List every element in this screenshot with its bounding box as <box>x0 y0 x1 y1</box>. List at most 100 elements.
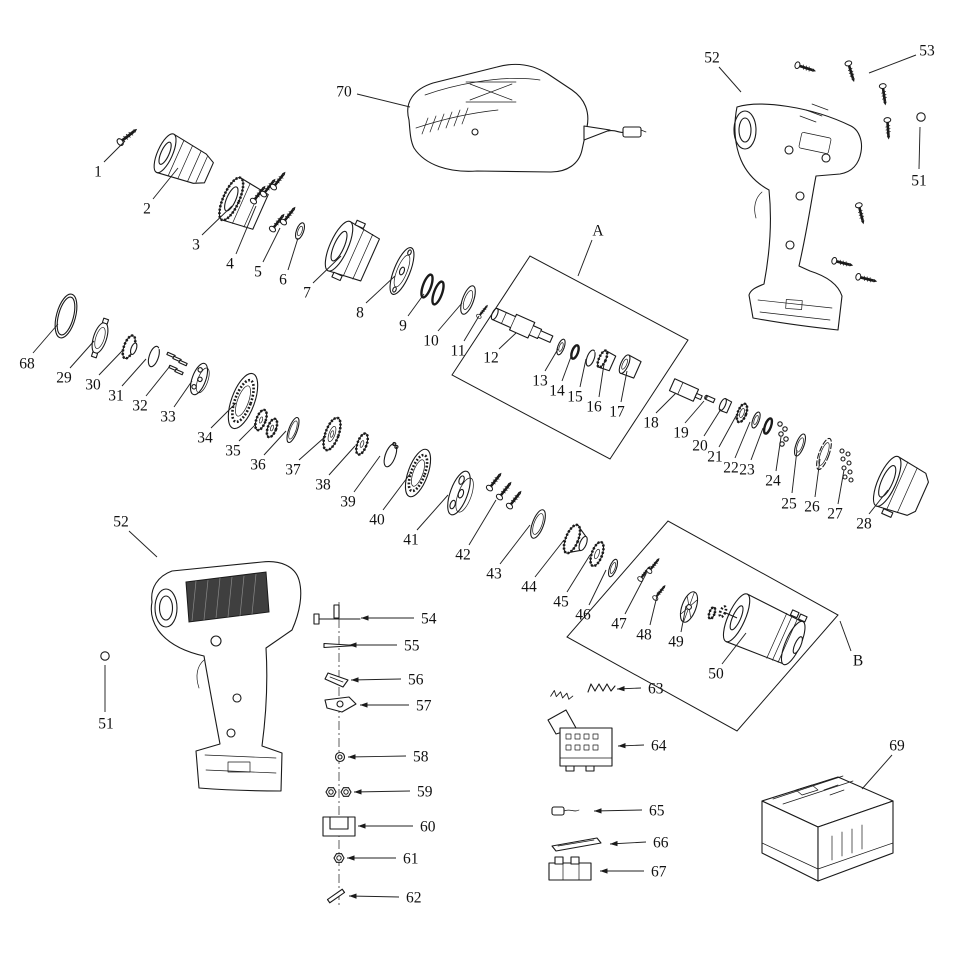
part-label-69: 69 <box>889 738 905 755</box>
part-34-ring-gear-drawing <box>227 372 259 430</box>
part-label-25: 25 <box>781 496 797 513</box>
part-56-blade-drawing <box>324 672 349 688</box>
leader-line-12 <box>498 332 517 350</box>
part-13-washer-drawing <box>556 338 566 356</box>
part-label-46: 46 <box>575 607 591 624</box>
parts-selector-column <box>313 602 361 908</box>
part-38-gear-drawing <box>354 432 370 456</box>
parts-switch-area <box>547 683 616 881</box>
part-label-43: 43 <box>486 566 502 583</box>
part-63-springs-drawing <box>550 683 616 700</box>
part-59-nuts-drawing <box>325 787 352 797</box>
part-label-67: 67 <box>651 864 667 881</box>
part-label-10: 10 <box>423 333 439 350</box>
part-49-pinion-drawing <box>707 605 717 621</box>
part-62-pin-drawing <box>326 888 346 904</box>
part-label-49: 49 <box>668 634 684 651</box>
part-40-ring-gear-drawing <box>404 448 432 498</box>
part-label-5: 5 <box>254 264 262 281</box>
part-16-gear-sleeve-drawing <box>596 349 617 372</box>
leader-line-11 <box>463 315 480 342</box>
part-54-shaft-drawing <box>313 604 361 625</box>
leader-line-52 <box>718 66 742 93</box>
leader-line-19 <box>684 400 705 424</box>
leader-line-43 <box>499 524 531 565</box>
part-label-31: 31 <box>108 388 124 405</box>
part-6-washer-drawing <box>294 222 306 240</box>
leader-line-33 <box>173 380 193 408</box>
part-label-16: 16 <box>586 399 602 416</box>
part-label-52: 52 <box>113 514 129 531</box>
part-label-11: 11 <box>451 343 466 360</box>
part-label-28: 28 <box>856 516 872 533</box>
leader-line-30 <box>98 349 124 376</box>
part-label-66: 66 <box>653 835 669 852</box>
leader-line-3 <box>201 205 233 236</box>
part-12-spindle-drawing <box>490 307 554 343</box>
part-label-34: 34 <box>197 430 213 447</box>
part-label-13: 13 <box>532 373 548 390</box>
leader-line-28 <box>868 489 889 515</box>
leader-line-2 <box>152 167 179 200</box>
part-label-63: 63 <box>648 681 664 698</box>
part-label-48: 48 <box>636 627 652 644</box>
part-67-terminal-block-drawing <box>548 856 592 881</box>
part-8-plate-drawing <box>389 247 415 295</box>
part-label-54: 54 <box>421 611 437 628</box>
part-label-50: 50 <box>708 666 724 683</box>
part-25-washer-drawing <box>793 433 807 457</box>
part-19-pin-drawing <box>704 394 716 404</box>
part-label-20: 20 <box>692 438 708 455</box>
part-5-screws-drawing <box>267 203 300 235</box>
part-label-45: 45 <box>553 594 569 611</box>
part-66-plate-drawing <box>551 837 602 852</box>
leader-line-15 <box>579 358 587 388</box>
leader-line-27 <box>837 469 845 505</box>
part-label-8: 8 <box>356 305 364 322</box>
leader-line-63 <box>616 686 642 692</box>
part-50-motor-drawing <box>718 593 808 666</box>
leader-line-7 <box>312 255 342 284</box>
part-33-carrier-drawing <box>189 362 210 396</box>
leader-line-51 <box>918 126 921 170</box>
part-label-68: 68 <box>19 356 35 373</box>
part-label-22: 22 <box>723 460 739 477</box>
part-label-60: 60 <box>420 819 436 836</box>
part-label-44: 44 <box>521 579 537 596</box>
leader-line-47 <box>624 573 647 615</box>
leader-line-1 <box>103 140 126 163</box>
part-label-27: 27 <box>827 506 843 523</box>
leader-line-62 <box>348 893 400 899</box>
part-label-51: 51 <box>911 173 927 190</box>
part-label-7: 7 <box>303 285 311 302</box>
leader-line-36 <box>263 430 287 456</box>
part-31-circlip-drawing <box>147 345 160 368</box>
part-36-washer-drawing <box>286 416 300 444</box>
leader-line-50 <box>721 632 747 665</box>
part-label-57: 57 <box>416 698 432 715</box>
leader-line-34 <box>210 402 237 429</box>
part-label-30: 30 <box>85 377 101 394</box>
part-49-rotor-drawing <box>679 591 699 623</box>
leader-line-14 <box>561 353 573 382</box>
part-2-chuck-drawing <box>153 133 214 184</box>
part-label-56: 56 <box>408 672 424 689</box>
part-51-ball-right-drawing <box>916 112 926 122</box>
part-label-39: 39 <box>340 494 356 511</box>
leader-line-70 <box>356 93 411 108</box>
leader-line-29 <box>69 340 95 369</box>
part-29-washer-drawing <box>90 317 110 359</box>
part-label-1: 1 <box>94 164 102 181</box>
part-37-gear-drawing <box>322 416 342 452</box>
part-28-gearcase-rear-drawing <box>872 455 929 518</box>
leader-line-21 <box>718 415 737 448</box>
part-69-battery-drawing <box>761 775 894 882</box>
part-52-left-housing-drawing <box>150 561 302 792</box>
part-45-gear-drawing <box>589 540 605 568</box>
part-48-screw-drawing <box>650 582 669 603</box>
part-21-gear-drawing <box>735 402 749 424</box>
leader-line-10 <box>437 302 463 332</box>
leader-line-22 <box>734 421 751 459</box>
